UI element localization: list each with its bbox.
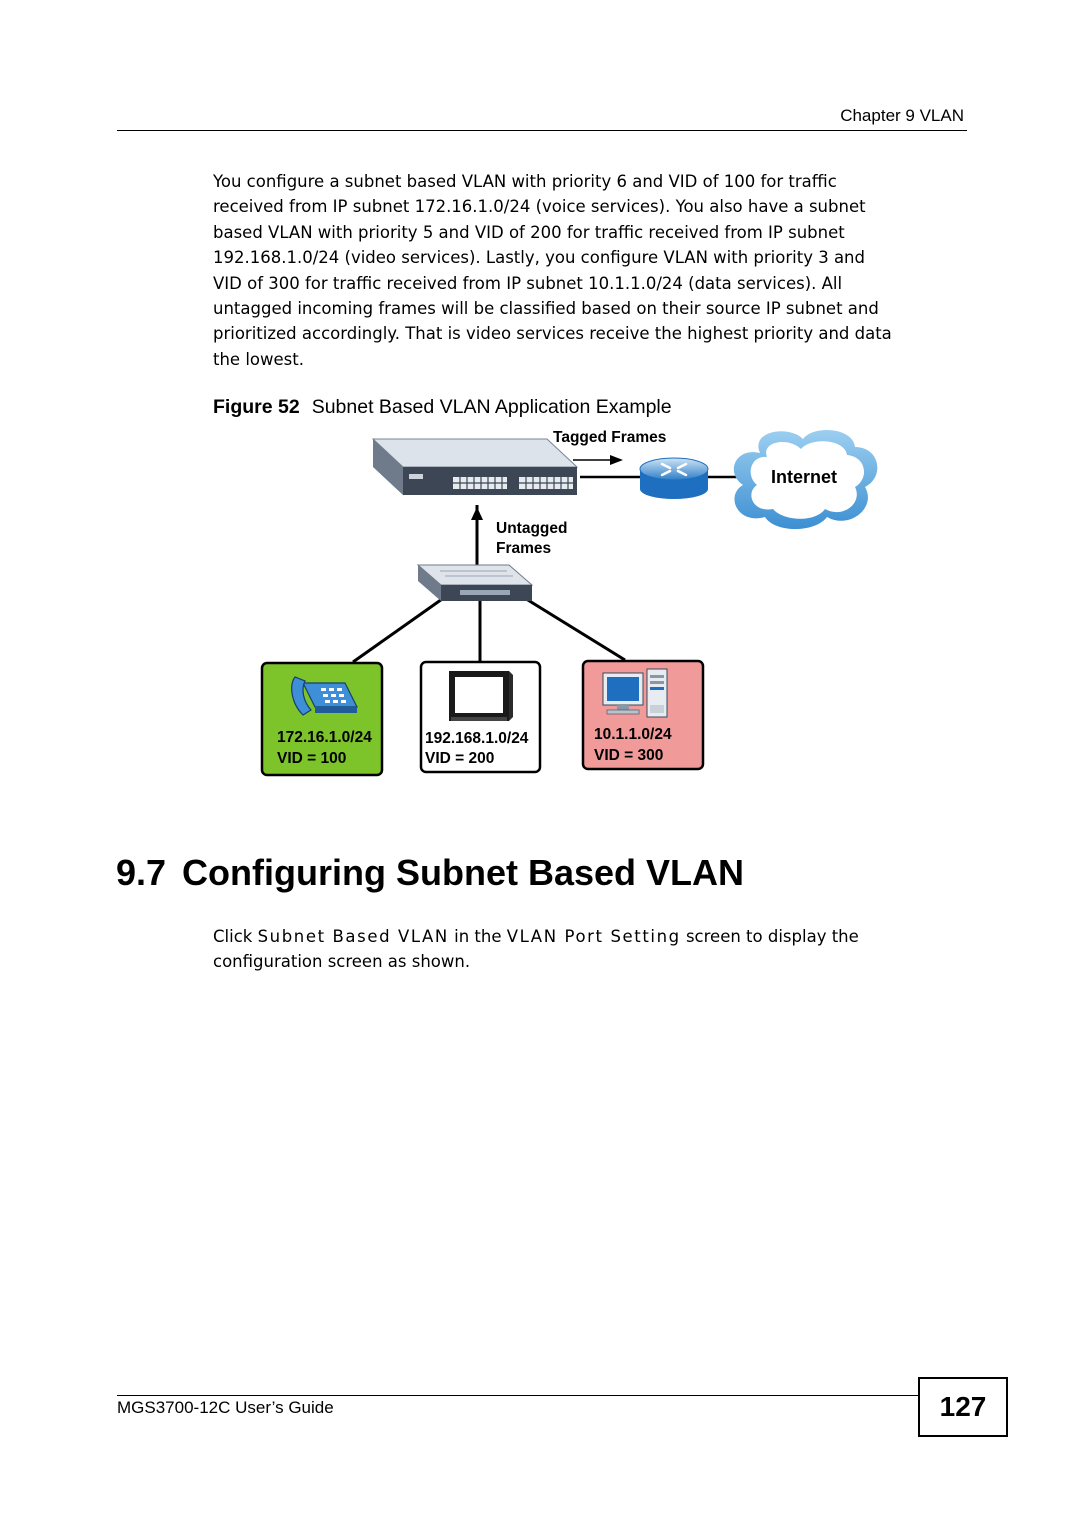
section-line: Click Subnet Based VLAN in the VLAN Port… xyxy=(213,924,973,949)
intro-line: VID of 300 for traffic received from IP … xyxy=(213,273,843,293)
intro-line: You configure a subnet based VLAN with p… xyxy=(213,172,837,191)
footer-guide-title: MGS3700-12C User’s Guide xyxy=(117,1398,334,1417)
intro-line: prioritized accordingly. That is video s… xyxy=(213,324,892,344)
section-number: 9.7 xyxy=(116,852,167,893)
computer-icon xyxy=(602,668,668,718)
voice-link xyxy=(352,595,446,664)
network-diagram: Tagged Frames Internet Untagged Frames 1… xyxy=(255,425,895,785)
tagged-arrow-icon xyxy=(573,455,623,465)
tagged-frames-label: Tagged Frames xyxy=(553,429,667,446)
footer-rule xyxy=(117,1395,919,1396)
intro-line: untagged incoming frames will be classif… xyxy=(213,299,879,319)
untagged-arrow-icon xyxy=(471,507,483,520)
body-text: in the xyxy=(448,927,507,946)
voice-vid-label: VID = 100 xyxy=(277,750,347,767)
body-text: screen to display the xyxy=(680,927,859,946)
header-rule xyxy=(117,130,967,131)
intro-paragraph: You configure a subnet based VLAN with p… xyxy=(213,169,973,372)
video-vid-label: VID = 200 xyxy=(425,750,495,767)
figure-title: Subnet Based VLAN Application Example xyxy=(311,396,672,418)
frames-label: Frames xyxy=(496,540,552,557)
intro-line: based VLAN with priority 5 and VID of 20… xyxy=(213,222,845,242)
section-paragraph: Click Subnet Based VLAN in the VLAN Port… xyxy=(213,924,973,975)
section-line: configuration screen as shown. xyxy=(213,952,471,972)
data-link xyxy=(522,595,626,662)
page-number: 127 xyxy=(918,1377,1008,1437)
section-heading: 9.7 Configuring Subnet Based VLAN xyxy=(116,852,744,894)
internet-label: Internet xyxy=(771,467,838,487)
internet-cloud-icon xyxy=(733,429,878,529)
ui-term-vlan-port-setting: VLAN Port Setting xyxy=(506,927,681,946)
ui-term-subnet-based-vlan: Subnet Based VLAN xyxy=(257,927,449,946)
figure-caption: Figure 52 Subnet Based VLAN Application E… xyxy=(213,396,672,419)
intro-line: the lowest. xyxy=(213,349,304,369)
voice-subnet-label: 172.16.1.0/24 xyxy=(277,729,372,746)
untagged-label: Untagged xyxy=(496,520,568,537)
intro-line: 192.168.1.0/24 (video services). Lastly,… xyxy=(213,248,865,268)
phone-icon xyxy=(291,676,358,716)
chapter-header: Chapter 9 VLAN xyxy=(840,106,964,125)
access-switch-icon xyxy=(416,564,534,601)
data-vid-label: VID = 300 xyxy=(594,747,664,764)
video-subnet-label: 192.168.1.0/24 xyxy=(425,730,529,747)
core-switch-icon xyxy=(371,438,579,495)
section-title: Configuring Subnet Based VLAN xyxy=(182,852,745,893)
intro-line: received from IP subnet 172.16.1.0/24 (v… xyxy=(213,197,866,217)
body-text: Click xyxy=(213,927,258,946)
figure-label: Figure 52 xyxy=(213,396,300,418)
monitor-icon xyxy=(449,671,513,721)
diagram-graphics xyxy=(260,429,878,777)
router-icon xyxy=(639,457,709,499)
data-subnet-label: 10.1.1.0/24 xyxy=(594,726,672,743)
